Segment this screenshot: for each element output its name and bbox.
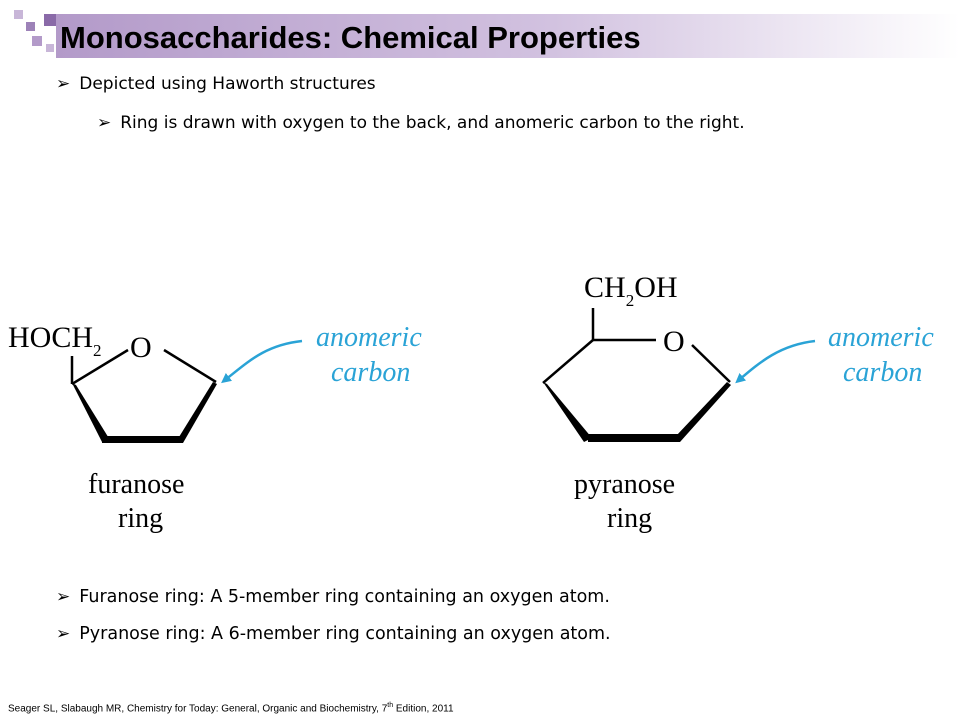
title-bar [56, 14, 960, 58]
pyranose-oxygen-label: O [663, 325, 685, 358]
pyranose-bold-front-bond [588, 434, 680, 442]
bullet-text: Furanose ring: A 5-member ring containin… [79, 587, 610, 607]
furanose-wedge-left [72, 383, 110, 442]
pyranose-anomeric-label: anomeric [828, 322, 934, 353]
bullet-text: Ring is drawn with oxygen to the back, a… [120, 113, 745, 133]
pyranose-anomeric-label: carbon [843, 357, 922, 388]
furanose-anomeric-label: carbon [331, 357, 410, 388]
sub-bullet-ring: ➢ Ring is drawn with oxygen to the back,… [97, 113, 745, 133]
pyranose-name-label: pyranose [574, 469, 675, 500]
arrowhead-bullet-icon: ➢ [56, 74, 71, 94]
arrowhead-bullet-icon: ➢ [56, 624, 71, 644]
citation: Seager SL, Slabaugh MR, Chemistry for To… [8, 702, 454, 715]
furanose-bold-front-bond [102, 436, 183, 443]
furanose-anomeric-arrow [221, 339, 303, 384]
bullet-text: Pyranose ring: A 6-member ring containin… [79, 624, 611, 644]
page-title: Monosaccharides: Chemical Properties [60, 20, 641, 55]
furanose-anomeric-label: anomeric [316, 322, 422, 353]
furanose-wedge-right [179, 382, 217, 443]
pyranose-anomeric-arrow [735, 339, 816, 384]
furanose-hoch2-label: HOCH2 [8, 321, 102, 360]
pyranose-ch2oh-label: CH2OH [584, 271, 678, 310]
furanose-bond [71, 348, 129, 386]
pyranose-bond [691, 344, 731, 383]
decor-square [14, 10, 23, 19]
pyranose-bond [542, 339, 594, 384]
pyranose-structure: CH2OH O anomeric carbon pyranose ring [542, 271, 934, 534]
bullet-pyranose-definition: ➢ Pyranose ring: A 6-member ring contain… [56, 624, 611, 644]
furanose-bond [163, 348, 217, 384]
furanose-name-label: furanose [88, 469, 184, 500]
decor-square [26, 22, 35, 31]
pyranose-wedge-right [676, 382, 731, 442]
decor-square [46, 44, 54, 52]
bullet-text: Depicted using Haworth structures [79, 74, 376, 94]
furanose-name-label: ring [118, 503, 163, 534]
furanose-structure: HOCH2 O anomeric carbon furanose ring [8, 321, 422, 534]
bullet-furanose-definition: ➢ Furanose ring: A 5-member ring contain… [56, 587, 610, 607]
bullet-haworth: ➢ Depicted using Haworth structures [56, 74, 376, 94]
arrowhead-bullet-icon: ➢ [97, 113, 112, 133]
furanose-oxygen-label: O [130, 331, 152, 364]
decor-square [32, 36, 42, 46]
pyranose-name-label: ring [607, 503, 652, 534]
decor-square [44, 14, 56, 26]
pyranose-wedge-left [543, 382, 592, 442]
arrowhead-bullet-icon: ➢ [56, 587, 71, 607]
